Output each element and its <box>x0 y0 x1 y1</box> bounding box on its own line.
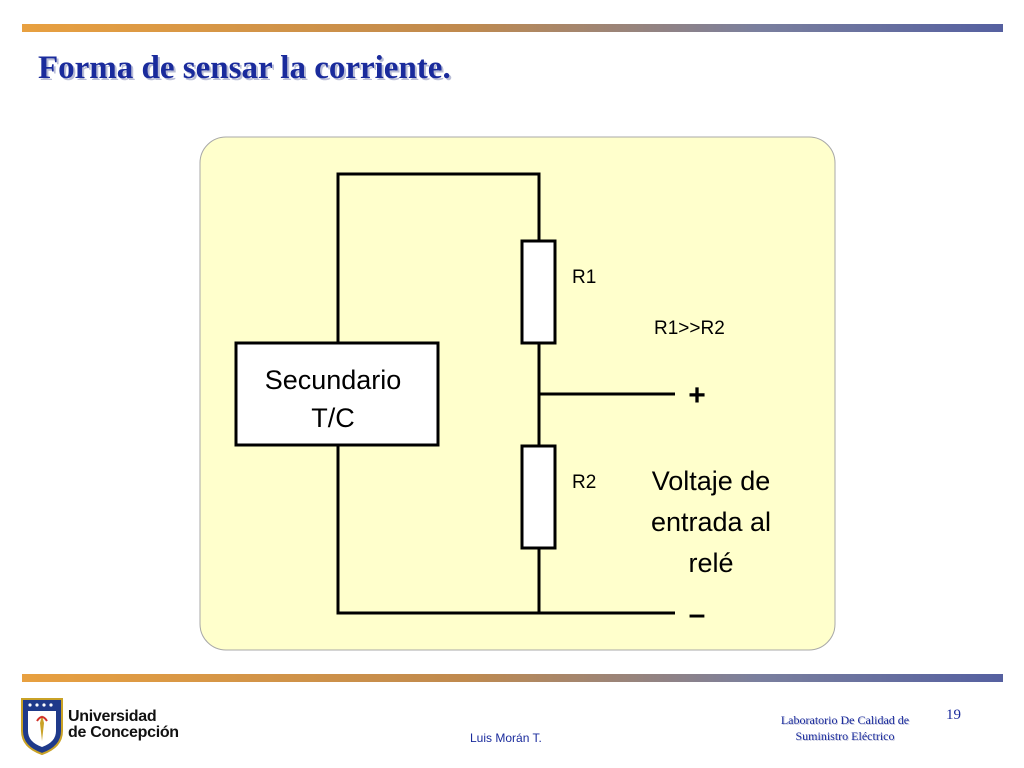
university-name-line2: de Concepción <box>68 724 179 741</box>
output-label-line3: relé <box>688 548 733 578</box>
bottom-divider <box>22 674 1003 682</box>
lab-name: Laboratorio De Calidad de Suministro Elé… <box>750 712 940 744</box>
plus-terminal: + <box>688 379 706 412</box>
resistor-r1 <box>520 239 557 345</box>
page-number: 19 <box>946 707 961 723</box>
secondary-ct-box <box>234 341 440 447</box>
university-logo: Universidad de Concepción <box>20 697 180 757</box>
university-shield-icon <box>21 698 63 756</box>
r2-label: R2 <box>572 472 596 493</box>
wire-bottom <box>336 445 675 615</box>
secondary-label-line2: T/C <box>311 403 355 433</box>
lab-name-line1: Laboratorio De Calidad de <box>780 713 910 727</box>
r1-label: R1 <box>572 267 596 288</box>
secondary-label-line1: Secundario <box>265 365 402 395</box>
wire-top <box>336 172 541 343</box>
output-label-line2: entrada al <box>651 507 771 537</box>
top-divider <box>22 24 1003 32</box>
resistance-condition: R1>>R2 <box>654 318 725 339</box>
slide-title: Forma de sensar la corriente. <box>38 50 451 86</box>
output-label-line1: Voltaje de <box>652 466 771 496</box>
lab-name-line2: Suministro Eléctrico <box>795 729 895 743</box>
circuit-wires <box>336 172 675 615</box>
resistor-r2 <box>520 444 557 550</box>
minus-terminal: – <box>689 598 706 631</box>
author-name: Luis Morán T. <box>470 731 542 745</box>
university-name-line1: Universidad <box>68 708 157 725</box>
university-name: Universidad de Concepción <box>68 709 179 741</box>
diagram-panel <box>199 136 836 651</box>
